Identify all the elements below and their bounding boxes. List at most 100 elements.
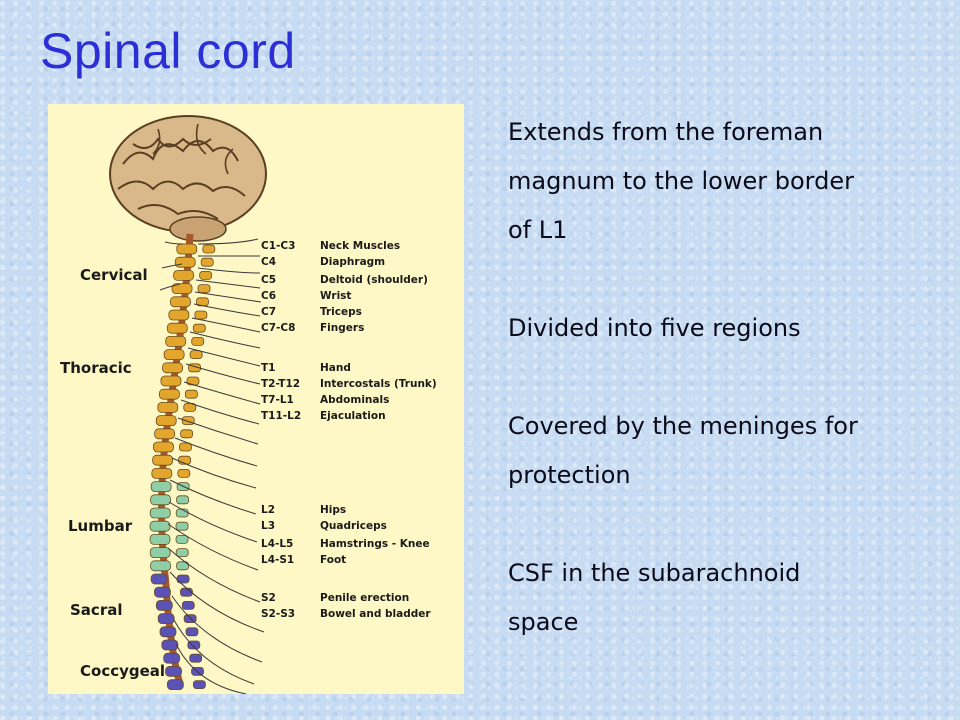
segment-label: T7-L1	[261, 394, 294, 406]
segment-function-label: Intercostals (Trunk)	[320, 378, 437, 390]
vertebra	[154, 428, 176, 440]
vertebra	[149, 547, 171, 559]
vertebra	[150, 573, 168, 585]
vertebra-process	[197, 284, 211, 294]
segment-function-label: Hamstrings - Knee	[320, 538, 430, 550]
vertebra-process	[180, 429, 194, 439]
vertebra	[149, 520, 171, 532]
vertebra	[157, 401, 179, 413]
vertebra-process	[199, 270, 213, 280]
segment-label: C1-C3	[261, 240, 296, 252]
segment-label: C5	[261, 274, 277, 286]
segment-function-label: Quadriceps	[320, 520, 387, 532]
region-label-sacral: Sacral	[70, 601, 123, 619]
bullet-line: Divided into five regions	[508, 314, 801, 342]
segment-label: C4	[261, 256, 277, 268]
segment-label: S2	[261, 592, 276, 604]
bullet-line: Covered by the meninges for	[508, 412, 858, 440]
segment-label: T11-L2	[261, 410, 302, 422]
vertebra-process	[179, 442, 192, 452]
segment-function-label: Penile erection	[320, 592, 410, 604]
vertebra	[176, 243, 198, 255]
segment-label: L3	[261, 520, 275, 532]
vertebra	[165, 335, 187, 347]
bullet-line: CSF in the subarachnoid	[508, 559, 801, 587]
vertebra-process	[175, 508, 189, 518]
bullet-list: Extends from the foreman magnum to the l…	[508, 108, 938, 647]
vertebra-process	[175, 548, 189, 558]
vertebra	[174, 256, 196, 268]
vertebra	[160, 375, 182, 387]
segment-function-label: Bowel and bladder	[320, 608, 431, 620]
segment-function-label: Abdominals	[320, 394, 390, 406]
vertebra	[150, 560, 171, 572]
vertebra	[159, 626, 177, 638]
segment-label: L4-L5	[261, 538, 294, 550]
vertebra	[173, 269, 195, 281]
vertebra	[153, 441, 174, 453]
vertebra	[151, 467, 173, 479]
vertebra	[162, 362, 183, 374]
segment-label: L4-S1	[261, 554, 295, 566]
segment-label: C7-C8	[261, 322, 296, 334]
vertebra	[149, 533, 171, 545]
spinal-nerves	[159, 238, 265, 694]
bullet-line: magnum to the lower border	[508, 167, 854, 195]
vertebra-process	[189, 653, 203, 663]
segment-function-label: Deltoid (shoulder)	[320, 274, 428, 286]
vertebra-process	[184, 389, 198, 399]
spinal-cord-illustration	[109, 115, 267, 694]
vertebra-process	[177, 468, 191, 478]
bullet-line: protection	[508, 461, 631, 489]
vertebra	[165, 666, 182, 677]
vertebra	[150, 494, 172, 506]
segment-label: S2-S3	[261, 608, 296, 620]
vertebra	[163, 349, 185, 361]
vertebra	[170, 296, 191, 308]
vertebra	[157, 613, 175, 625]
bullet-line: Extends from the foreman	[508, 118, 824, 146]
vertebra-process	[176, 561, 189, 571]
vertebra-process	[175, 521, 189, 531]
segment-function-label: Diaphragm	[320, 256, 386, 268]
segment-label: C6	[261, 290, 277, 302]
segment-function-label: Foot	[320, 554, 347, 566]
bullet-line: of L1	[508, 216, 568, 244]
vertebra-process	[176, 495, 190, 505]
slide-title: Spinal cord	[40, 23, 296, 79]
spinal-cord-diagram: Cervical Thoracic Lumbar Sacral Coccygea…	[48, 104, 464, 694]
vertebra-process	[181, 600, 195, 610]
segment-label: C7	[261, 306, 277, 318]
vertebra-process	[175, 534, 189, 544]
segment-function-label: Hand	[320, 362, 351, 374]
segment-function-label: Fingers	[320, 322, 365, 334]
region-label-coccygeal: Coccygeal	[80, 662, 166, 680]
brain-illustration	[109, 115, 267, 242]
segment-function-label: Neck Muscles	[320, 240, 401, 252]
segment-function-label: Wrist	[320, 290, 352, 302]
vertebra-process	[192, 680, 206, 689]
vertebra	[168, 309, 190, 321]
vertebra-process	[191, 336, 205, 346]
segment-function-label: Triceps	[320, 306, 362, 318]
vertebra-process	[200, 257, 214, 267]
vertebra-process	[194, 310, 208, 320]
vertebra-process	[189, 350, 203, 360]
segment-function-label: Ejaculation	[320, 410, 386, 422]
bullet-line: space	[508, 608, 579, 636]
vertebra	[166, 322, 188, 334]
segment-label: T1	[261, 362, 276, 374]
vertebra-process	[192, 323, 206, 333]
vertebra	[171, 283, 193, 295]
spacer	[508, 353, 938, 402]
vertebra	[163, 652, 181, 664]
vertebra	[161, 639, 179, 651]
segment-label: L2	[261, 504, 275, 516]
vertebra	[154, 586, 171, 598]
segment-label: T2-T12	[261, 378, 301, 390]
region-label-thoracic: Thoracic	[60, 359, 132, 377]
vertebra	[166, 679, 184, 690]
vertebra-process	[185, 627, 199, 637]
vertebra	[155, 599, 173, 611]
vertebra	[158, 388, 180, 400]
